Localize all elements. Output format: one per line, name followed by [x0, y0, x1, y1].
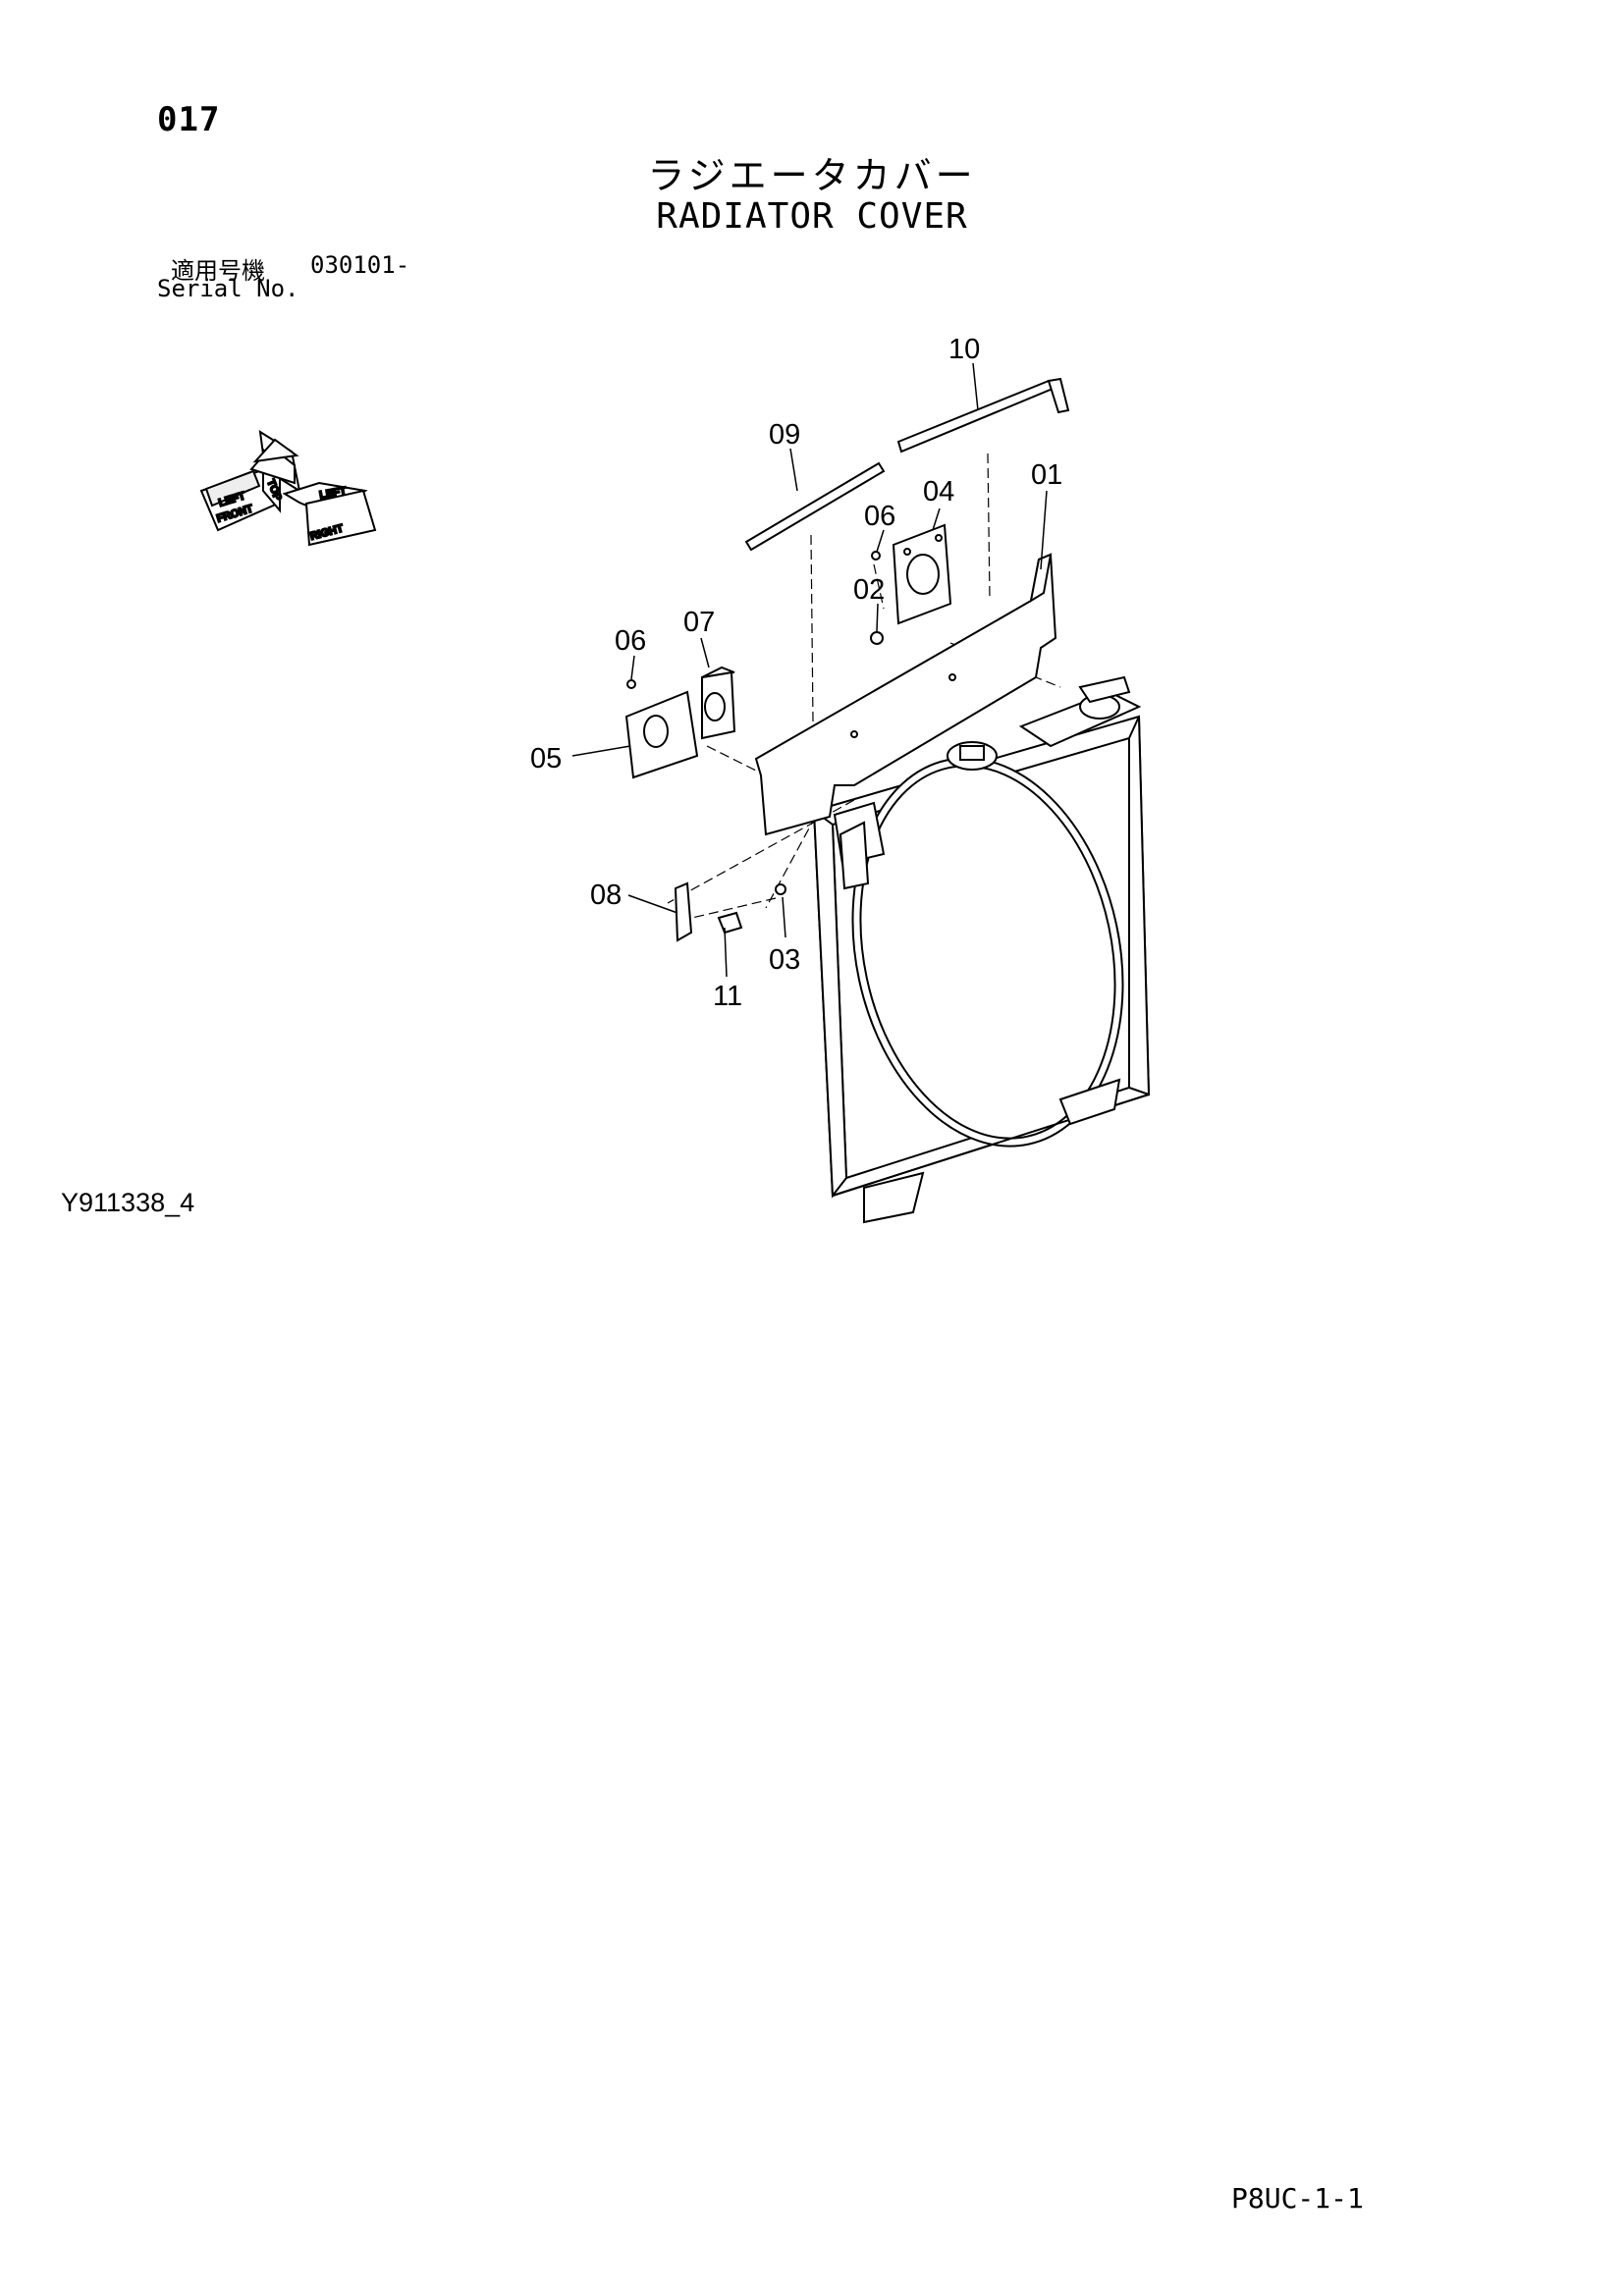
- part-05-plate: [624, 690, 699, 779]
- part-10-seal: [896, 377, 1070, 454]
- serial-label-english: Serial No.: [157, 275, 299, 302]
- part-03-nut: [775, 883, 786, 895]
- serial-label-japanese: 適用号機: [171, 257, 265, 285]
- callout-10: 10: [948, 334, 980, 365]
- page-title-english: RADIATOR COVER: [656, 196, 968, 237]
- callout-03: 03: [769, 944, 800, 976]
- part-01-cover: [754, 553, 1057, 836]
- callout-07: 07: [683, 607, 715, 638]
- part-08-hose: [674, 881, 693, 942]
- left-label-top: LEFT: [318, 485, 347, 502]
- callout-04: 04: [923, 476, 954, 507]
- serial-range: 030101-: [310, 251, 410, 279]
- part-07-bracket: [701, 666, 736, 740]
- callout-02: 02: [853, 574, 885, 606]
- callout-09: 09: [769, 419, 800, 451]
- part-06-bolt-left: [626, 679, 636, 689]
- part-09-seal: [744, 461, 886, 552]
- page-title-japanese: ラジエータカバー: [647, 154, 977, 197]
- figure-code: Y911338_4: [61, 1188, 195, 1217]
- part-02-nut: [870, 631, 884, 645]
- callout-11: 11: [713, 981, 742, 1012]
- callout-05: 05: [530, 743, 562, 774]
- page-number: 017: [157, 100, 221, 139]
- callout-leaders: [571, 362, 1048, 978]
- orientation-symbol: FRONT TOP RIGHT LEFT LEFT: [199, 430, 377, 547]
- callout-01: 01: [1031, 459, 1062, 491]
- callout-08: 08: [590, 880, 622, 911]
- callout-06-upper: 06: [864, 501, 895, 532]
- part-04-plate: [892, 523, 952, 625]
- part-06-bolt-upper: [871, 551, 881, 561]
- radiator-body: [812, 675, 1151, 1224]
- part-11-clip: [717, 911, 743, 934]
- fasteners: [626, 551, 884, 942]
- page-code: P8UC-1-1: [1231, 2182, 1364, 2215]
- callout-06-left: 06: [615, 625, 646, 657]
